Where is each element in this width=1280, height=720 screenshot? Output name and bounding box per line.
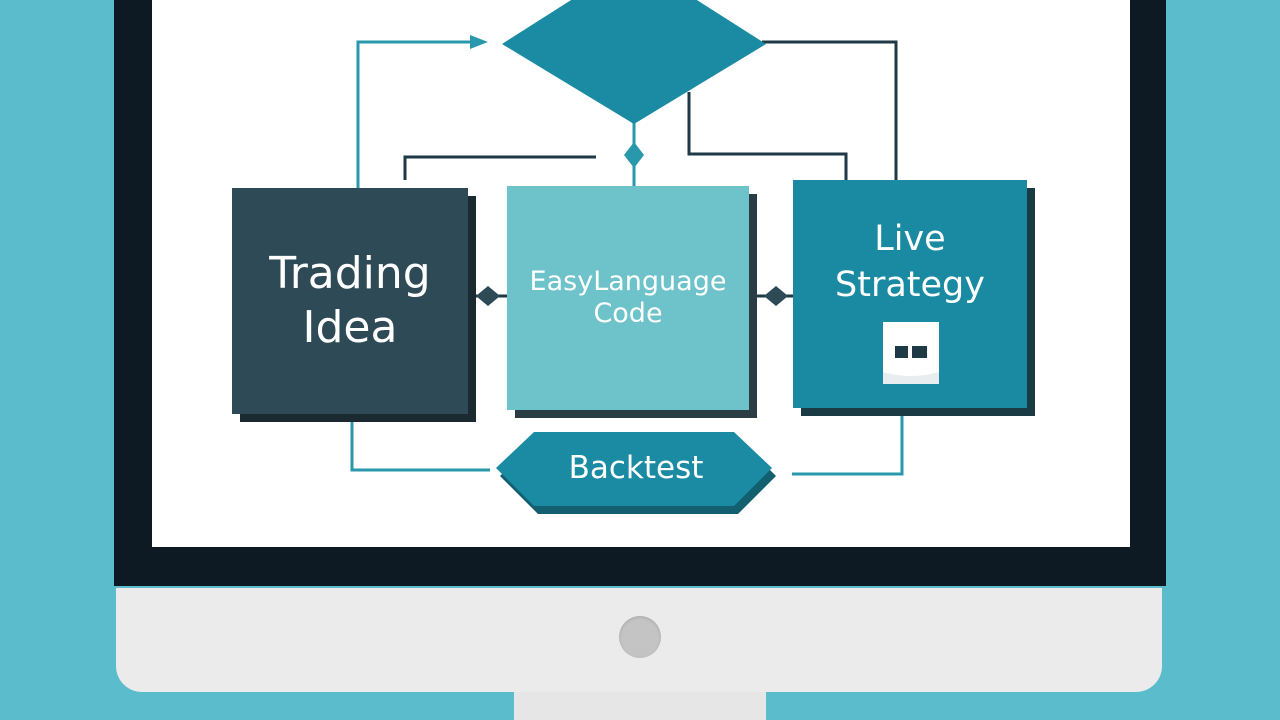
easylanguage-line-1: EasyLanguage [529, 266, 727, 297]
connector-top-left [403, 155, 596, 180]
backtest-label: Backtest [500, 438, 772, 498]
trading-idea-line-2: Idea [302, 302, 398, 353]
decision-diamond [502, 0, 766, 124]
easylanguage-line-2: Code [593, 298, 663, 329]
junction-diamond-top [624, 142, 644, 168]
trading-idea-line-1: Trading [269, 248, 431, 299]
backtest-hexagon [496, 432, 772, 506]
live-strategy-line-1: Live [874, 219, 946, 259]
easylanguage-code-box [507, 186, 749, 410]
trading-idea-label: Trading Idea [232, 188, 468, 414]
connector-decision-down [687, 92, 848, 180]
power-button[interactable] [619, 616, 661, 658]
connector-trading-to-decision [356, 40, 476, 188]
backtest-text: Backtest [568, 450, 704, 486]
connector-decision-to-live [762, 40, 898, 180]
arrowhead-to-decision [470, 35, 488, 49]
trading-idea-box [232, 188, 468, 414]
connector-backtest-to-live [792, 416, 904, 476]
chart-document-icon [883, 322, 939, 384]
live-strategy-label: Live Strategy [793, 180, 1027, 305]
junction-diamond-right [764, 286, 788, 306]
easylanguage-code-label: EasyLanguage Code [507, 186, 749, 410]
junction-diamond-left [476, 286, 500, 306]
monitor-stand [514, 692, 766, 720]
connector-trading-to-backtest [350, 422, 490, 472]
live-strategy-line-2: Strategy [835, 265, 985, 305]
